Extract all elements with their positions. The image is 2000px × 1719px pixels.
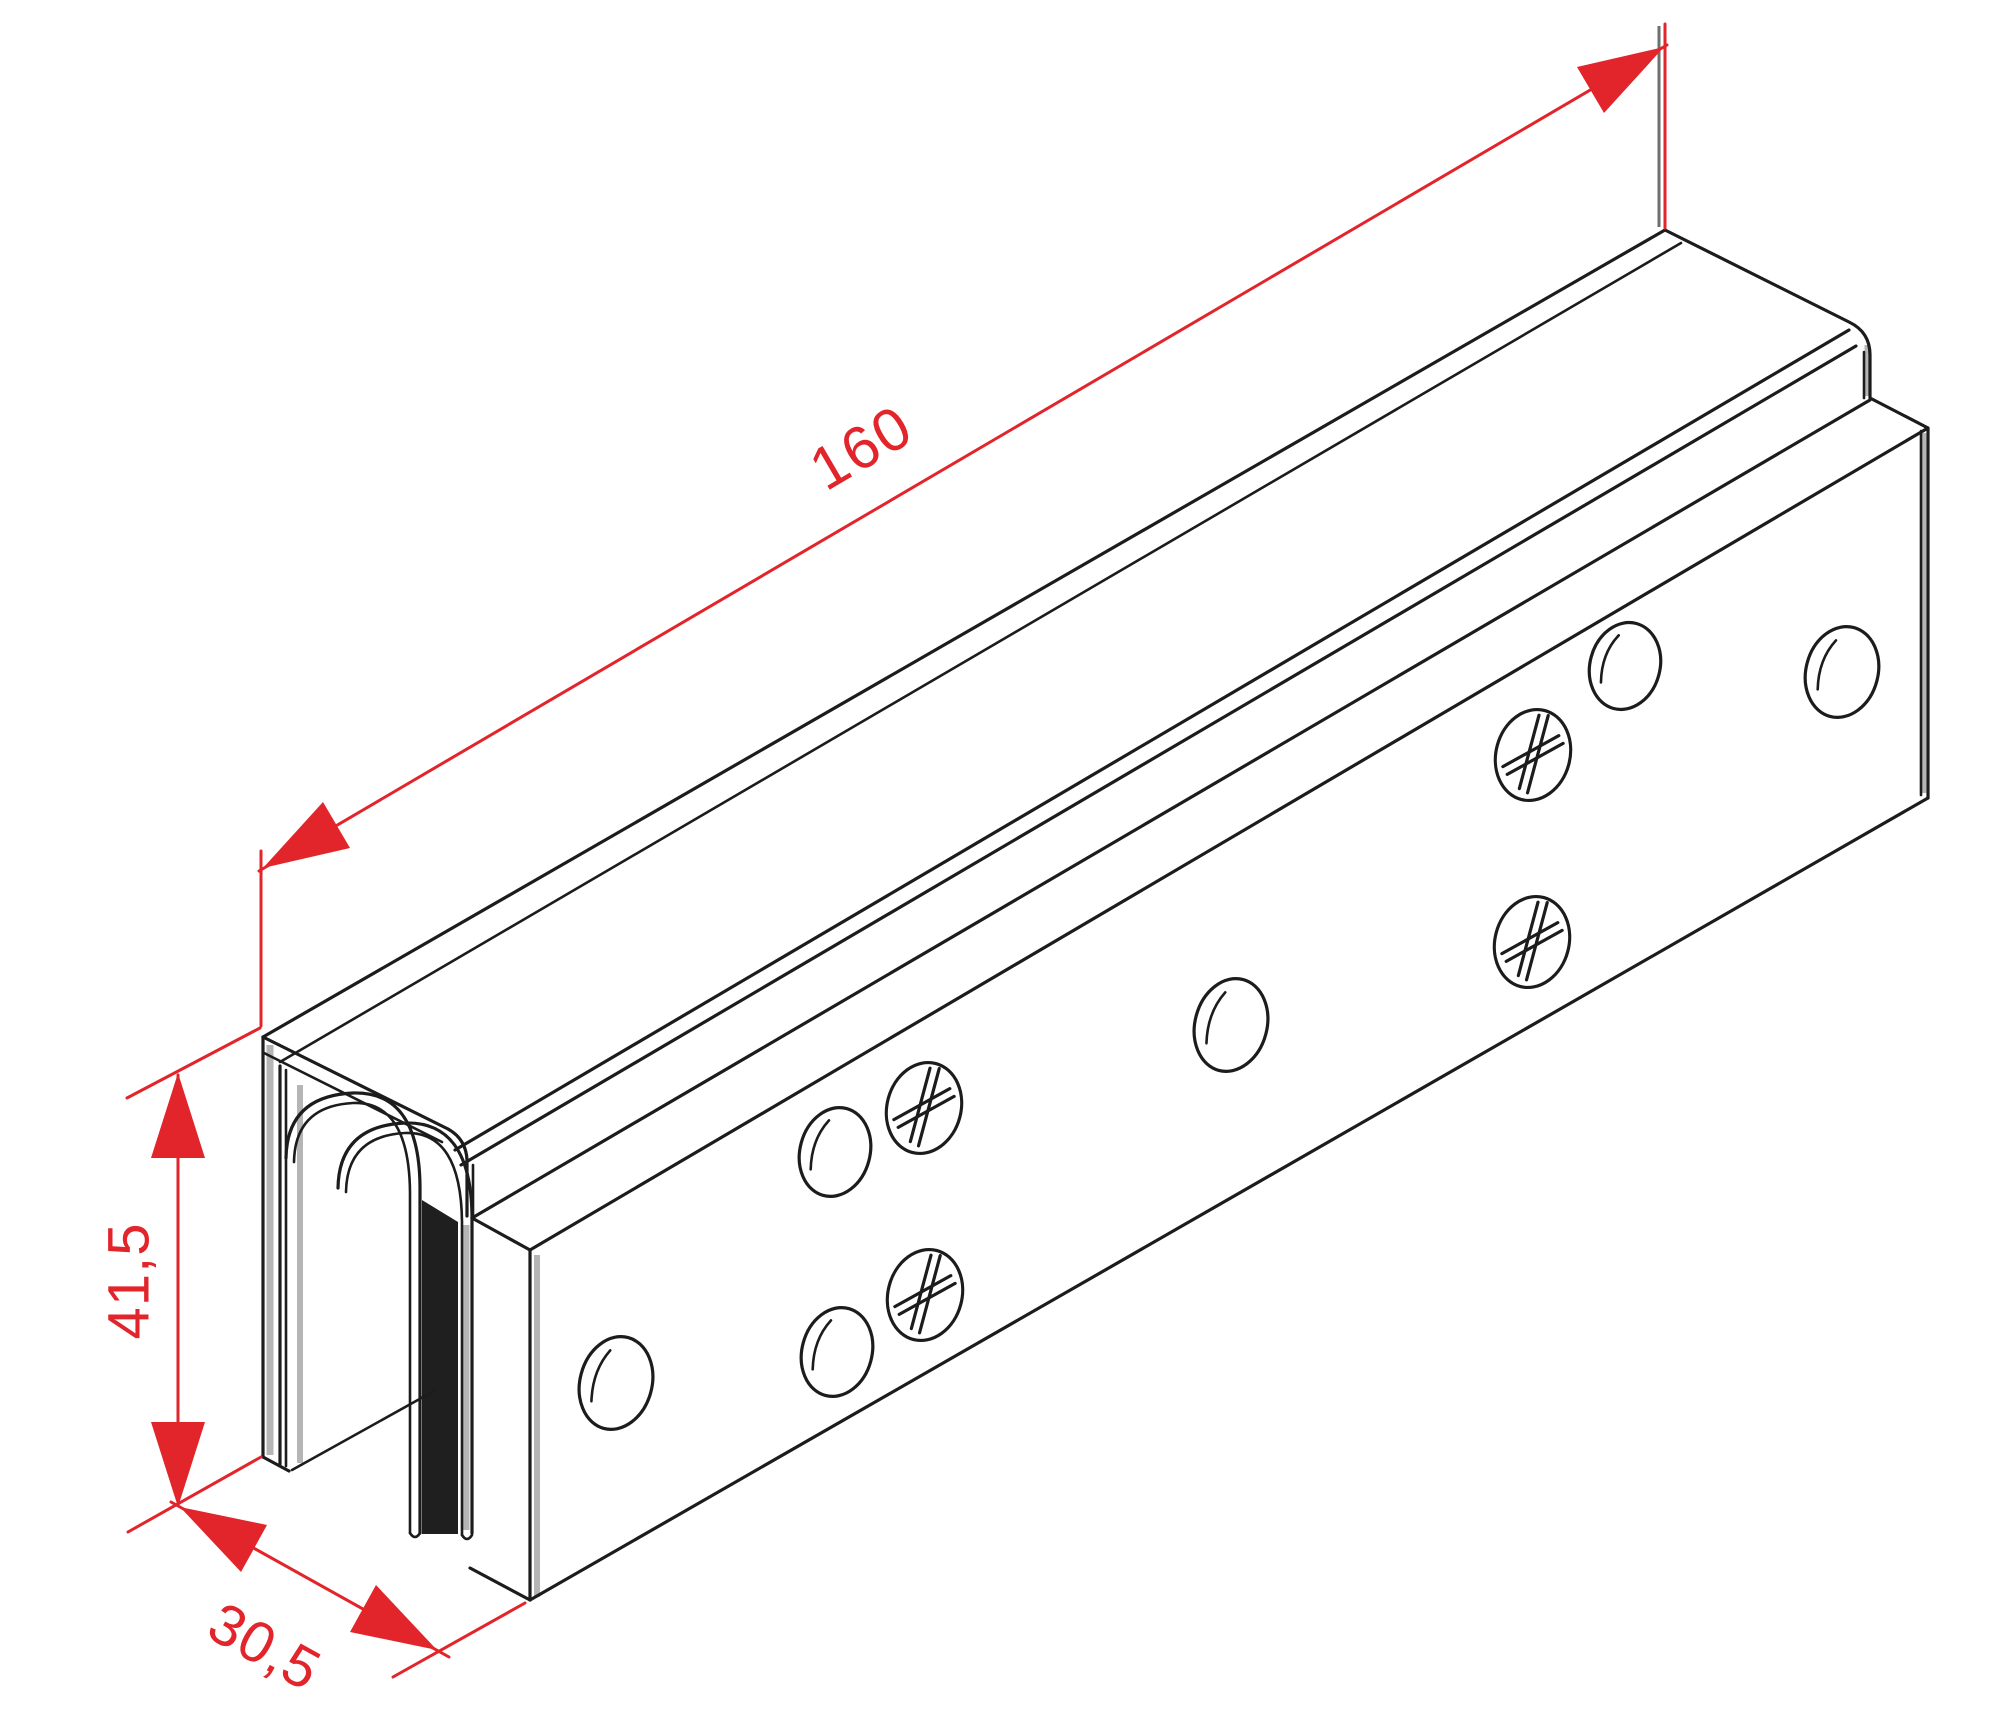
screw-hole [1493, 707, 1573, 803]
slot-leg-foot-b [460, 1533, 474, 1541]
near-bottom-edge-b [468, 1566, 532, 1602]
screw-hole [1492, 894, 1572, 990]
near-top-chamfer [262, 1051, 444, 1144]
back-top-edge [261, 228, 1667, 1039]
front-top-edge [528, 426, 1930, 1252]
slot-arch-rear-gasket [344, 1131, 464, 1537]
slot-leg-foot-a [408, 1531, 422, 1539]
near-step-corner [446, 1127, 469, 1218]
screw-hole [884, 1060, 964, 1156]
near-top-edge [261, 1035, 450, 1131]
through-hole [1192, 977, 1270, 1073]
slot-arch-gasket [292, 1101, 412, 1535]
slot-arch-rear [336, 1121, 474, 1535]
dimension-label-width: 30,5 [198, 1590, 332, 1704]
through-hole [1803, 625, 1881, 719]
arrowhead-icon [151, 1073, 205, 1158]
dimension-41-5: 41,5 [96, 1026, 263, 1534]
dimension-line [257, 43, 1669, 873]
front-bottom-edge [528, 796, 1930, 1602]
through-hole [1587, 620, 1663, 712]
arrowhead-icon [1577, 47, 1664, 113]
profile-outline [261, 228, 1930, 1602]
far-end-silhouette [1663, 228, 1930, 800]
near-bottom-edge-a [261, 1455, 291, 1473]
channel-slot [422, 1200, 458, 1534]
extension-line [391, 1601, 527, 1679]
shading [266, 345, 1927, 1597]
mounting-holes [577, 620, 1881, 1431]
through-hole [797, 1105, 873, 1199]
arrowhead-icon [350, 1585, 437, 1650]
slot-arch-outer [284, 1091, 422, 1535]
extension-line [126, 1455, 263, 1534]
arrowhead-icon [180, 1507, 267, 1572]
dimension-160: 160 [257, 22, 1669, 1028]
through-hole [799, 1305, 875, 1399]
dimension-label-height: 41,5 [96, 1223, 161, 1340]
slot-interior-edge [290, 1389, 436, 1472]
near-step-tread [470, 1216, 532, 1252]
extension-line [125, 1026, 262, 1100]
screw-hole [885, 1247, 965, 1343]
back-chamfer-edge [278, 241, 1683, 1064]
arrowhead-icon [263, 802, 350, 868]
dimension-label-length: 160 [799, 392, 924, 503]
step-bottom-edge [470, 398, 1872, 1220]
glass-slot [278, 1064, 474, 1541]
through-hole [577, 1335, 655, 1431]
arrowhead-icon [151, 1422, 205, 1507]
slot-front-edge-upper [453, 328, 1851, 1152]
slot-front-edge-lower [459, 344, 1858, 1167]
